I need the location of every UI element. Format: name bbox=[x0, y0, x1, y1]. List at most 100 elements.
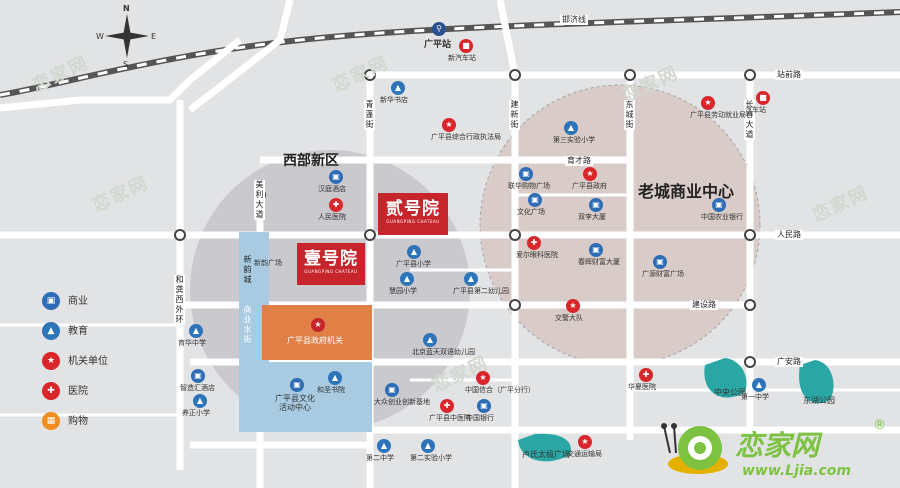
legend-label: 教育 bbox=[68, 326, 88, 337]
project-yi-sub: GUANGPING CHATEAU bbox=[304, 269, 358, 274]
project-yi-name: 壹号院 bbox=[304, 249, 358, 269]
poi-label: 汉庭酒店 bbox=[318, 185, 346, 193]
poi-com-icon[interactable]: ▣ bbox=[191, 369, 205, 383]
road-label: 人民路 bbox=[775, 230, 803, 240]
poi-bus-icon[interactable]: ■ bbox=[756, 91, 770, 105]
road-label: 青蓬街 bbox=[364, 100, 375, 130]
road-label: 和龚西外环 bbox=[174, 275, 185, 325]
block-label: 广平县文化活动中心 bbox=[275, 394, 315, 413]
poi-label: 第一中学 bbox=[741, 393, 769, 401]
poi-edu-icon[interactable]: ▲ bbox=[564, 121, 578, 135]
legend-hos-icon: ✚ bbox=[42, 382, 60, 400]
poi-edu-icon[interactable]: ▲ bbox=[193, 394, 207, 408]
poi-hos-icon[interactable]: ✚ bbox=[639, 368, 653, 382]
poi-label: 广平县劳动就业局 bbox=[690, 111, 746, 119]
poi-gov-icon[interactable]: ★ bbox=[578, 435, 592, 449]
east-lake-water bbox=[799, 360, 834, 404]
old-town-area bbox=[479, 84, 761, 366]
poi-edu-icon[interactable]: ▲ bbox=[328, 371, 342, 385]
old-town-label: 老城商业中心 bbox=[638, 182, 735, 201]
poi-label: 慧园小学 bbox=[389, 287, 417, 295]
poi-com-icon[interactable]: ▣ bbox=[712, 198, 726, 212]
culture-center-icon[interactable]: ▣ bbox=[290, 378, 304, 392]
poi-edu-icon[interactable]: ▲ bbox=[423, 333, 437, 347]
road-label: 东城街 bbox=[624, 100, 635, 130]
poi-label: 第三实验小学 bbox=[553, 136, 595, 144]
block-label: 广平县政府机关 bbox=[287, 336, 343, 345]
poi-gov-icon[interactable]: ★ bbox=[583, 167, 597, 181]
west-zone-label: 西部新区 bbox=[283, 153, 339, 169]
compass-w: W bbox=[96, 32, 104, 41]
poi-label: 中国信合（广平分行） bbox=[465, 386, 535, 394]
poi-hos-icon[interactable]: ✚ bbox=[440, 399, 454, 413]
road-label: 新韵城 bbox=[243, 255, 252, 284]
poi-edu-icon[interactable]: ▲ bbox=[391, 81, 405, 95]
poi-edu-icon[interactable]: ▲ bbox=[189, 324, 203, 338]
poi-hos-icon[interactable]: ✚ bbox=[329, 198, 343, 212]
poi-edu-icon[interactable]: ▲ bbox=[421, 439, 435, 453]
poi-gov-icon[interactable]: ★ bbox=[701, 96, 715, 110]
poi-bus-icon[interactable]: ■ bbox=[459, 39, 473, 53]
watermark-brand: 恋家网 bbox=[735, 429, 820, 462]
poi-edu-icon[interactable]: ▲ bbox=[407, 245, 421, 259]
project-yi-badge[interactable]: 壹号院 GUANGPING CHATEAU bbox=[297, 243, 365, 285]
legend-item-hos: ✚医院 bbox=[42, 382, 88, 400]
park-label: 东湖公园 bbox=[803, 396, 835, 405]
poi-label: 华夏医院 bbox=[628, 383, 656, 391]
poi-label: 联华购物广场 bbox=[508, 182, 550, 190]
train-station-icon[interactable]: ⚲ bbox=[432, 22, 446, 36]
snail-mascot-icon bbox=[661, 423, 728, 474]
park-label: 卢氏太极广场 bbox=[522, 450, 570, 459]
poi-edu-icon[interactable]: ▲ bbox=[400, 272, 414, 286]
poi-edu-icon[interactable]: ▲ bbox=[377, 439, 391, 453]
poi-com-icon[interactable]: ▣ bbox=[385, 383, 399, 397]
poi-com-icon[interactable]: ▣ bbox=[589, 243, 603, 257]
poi-label: 交通运输局 bbox=[567, 450, 602, 458]
project-er-badge[interactable]: 贰号院 GUANGPING CHATEAU bbox=[378, 193, 448, 235]
legend-edu-icon: ▲ bbox=[42, 322, 60, 340]
poi-com-icon[interactable]: ▣ bbox=[329, 170, 343, 184]
road-label: 建新街 bbox=[509, 100, 520, 130]
legend-item-shop: ▦购物 bbox=[42, 412, 88, 430]
government-star-icon[interactable]: ★ bbox=[311, 318, 325, 332]
poi-label: 大众创业创新基地 bbox=[374, 398, 430, 406]
legend-label: 机关单位 bbox=[68, 356, 108, 367]
poi-label: 养正小学 bbox=[182, 409, 210, 417]
poi-com-icon[interactable]: ▣ bbox=[477, 399, 491, 413]
lushi-square-water bbox=[518, 433, 571, 462]
poi-gov-icon[interactable]: ★ bbox=[476, 371, 490, 385]
poi-label: 双李大厦 bbox=[578, 213, 606, 221]
government-block bbox=[262, 305, 372, 360]
legend-item-edu: ▲ 教育 bbox=[42, 322, 88, 340]
road-label: 长春大道 bbox=[744, 100, 755, 140]
road-label: 广安路 bbox=[775, 357, 803, 367]
legend-com-icon: ▣ bbox=[42, 292, 60, 310]
central-park-water bbox=[704, 358, 747, 398]
road-label: 站前路 bbox=[775, 70, 803, 80]
railway-label: 邯济线 bbox=[560, 15, 588, 25]
watermark-logo bbox=[660, 418, 730, 482]
poi-hos-icon[interactable]: ✚ bbox=[527, 236, 541, 250]
poi-gov-icon[interactable]: ★ bbox=[442, 118, 456, 132]
poi-com-icon[interactable]: ▣ bbox=[519, 167, 533, 181]
road-label: 美利大道 bbox=[254, 180, 265, 220]
poi-label: 爱尔眼科医院 bbox=[516, 251, 558, 259]
poi-edu-icon[interactable]: ▲ bbox=[464, 272, 478, 286]
poi-gov-icon[interactable]: ★ bbox=[566, 299, 580, 313]
poi-label: 新汽车站 bbox=[448, 54, 476, 62]
poi-com-icon[interactable]: ▣ bbox=[653, 255, 667, 269]
poi-com-icon[interactable]: ▣ bbox=[589, 198, 603, 212]
poi-label: 春辉财富大厦 bbox=[578, 258, 620, 266]
poi-label: 文化广场 bbox=[517, 208, 545, 216]
poi-com-icon[interactable]: ▣ bbox=[528, 193, 542, 207]
watermark-url: www.Ljia.com bbox=[742, 463, 852, 479]
legend-item-com: ▣商业 bbox=[42, 292, 88, 310]
compass-s: S bbox=[123, 60, 129, 69]
compass-e: E bbox=[151, 32, 157, 41]
watermark-reg: ® bbox=[873, 418, 886, 433]
poi-label: 广平县第二幼儿园 bbox=[453, 287, 509, 295]
legend-item-gov: ★机关单位 bbox=[42, 352, 108, 370]
poi-edu-icon[interactable]: ▲ bbox=[752, 378, 766, 392]
culture-block bbox=[262, 362, 372, 432]
